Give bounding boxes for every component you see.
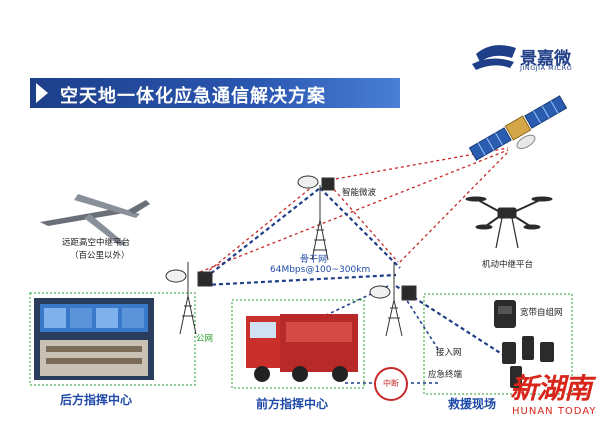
page-title: 空天地一体化应急通信解决方案 (60, 86, 326, 107)
zone-rescue-frame (423, 293, 573, 395)
logo-mark-icon (472, 45, 516, 70)
link-microwave-relay (329, 184, 399, 263)
label-broadband-net: 宽带自组网 (520, 308, 563, 318)
zone-rear-title: 后方指挥中心 (60, 393, 133, 407)
fixed-wing-uav-icon (40, 194, 150, 246)
label-smart-microwave: 智能微波 (342, 188, 377, 198)
command-vehicle-icon (246, 314, 358, 382)
link-rear-microwave (199, 181, 319, 279)
link-rear-satellite (199, 149, 509, 273)
logo-name: 景嘉微 (520, 49, 571, 69)
zone-front-title: 前方指挥中心 (256, 397, 329, 411)
label-public-net: 公网 (196, 334, 214, 344)
label-uav-range: （百公里以外） (70, 251, 130, 261)
watermark-subtitle: HUNAN TODAY (512, 406, 597, 417)
relay-tower-left-icon (165, 262, 213, 335)
label-backbone-rate: 64Mbps@100~300km (270, 265, 371, 275)
label-backbone: 骨干网 (300, 255, 328, 265)
satellite-icon (468, 95, 568, 161)
relay-tower-top-icon (297, 175, 335, 261)
zone-rear-frame (29, 292, 196, 386)
logo-subtitle: JINGJIA MICRO (520, 64, 573, 72)
label-access-net: 接入网 (436, 348, 462, 358)
multirotor-uav-icon (465, 196, 553, 249)
interrupt-badge: 中断 (374, 367, 408, 401)
broadband-radio-icon (494, 300, 516, 328)
zone-front-frame (231, 299, 365, 389)
relay-tower-right-icon (369, 262, 417, 337)
zone-rescue-title: 救援现场 (448, 397, 497, 411)
chevron-right-icon (36, 83, 48, 103)
label-emergency-terminal: 应急终端 (428, 370, 463, 380)
watermark-logo: 新湖南 (510, 372, 592, 405)
link-relay-satellite (399, 151, 509, 263)
title-banner: 空天地一体化应急通信解决方案 (30, 78, 400, 108)
command-center-photo (34, 298, 154, 380)
label-uav-relay: 远距高空中继平台 (62, 238, 131, 248)
label-mobile-relay: 机动中继平台 (482, 260, 534, 270)
link-rescue (403, 295, 441, 353)
backbone-rear-right (204, 273, 397, 287)
backbone-rear-up (199, 187, 321, 283)
backbone-up-right (319, 187, 401, 269)
emergency-terminal-icons (502, 336, 554, 388)
